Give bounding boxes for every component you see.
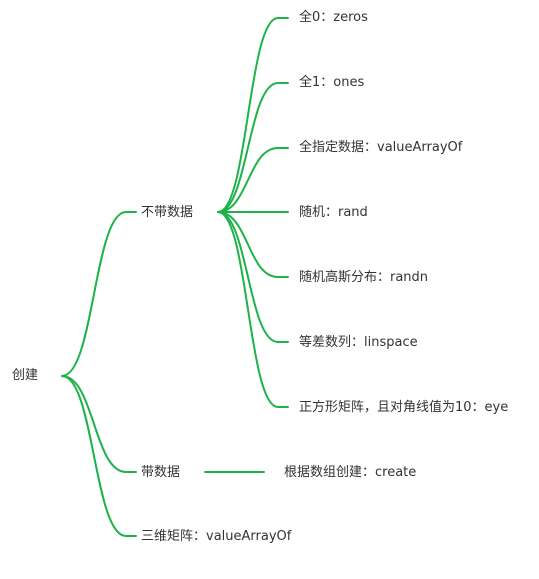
connector-to-value-array-of [217, 147, 289, 213]
leaf-node-eye[interactable]: 正方形矩阵，且对角线值为10：eye [299, 400, 509, 415]
connector-to-zeros [217, 17, 289, 213]
leaf-node-create[interactable]: 根据数组创建：create [284, 465, 417, 480]
branch-node-without-data[interactable]: 不带数据 [141, 205, 194, 220]
leaf-node-value-array-of[interactable]: 全指定数据：valueArrayOf [299, 140, 463, 155]
connector-to-randn [217, 211, 289, 278]
connector-root-to-with-data [61, 375, 137, 473]
root-node[interactable]: 创建 [12, 368, 39, 383]
connector-to-linspace [217, 211, 289, 343]
leaf-node-rand[interactable]: 随机：rand [299, 205, 368, 220]
connector-root-to-without-data [61, 211, 137, 377]
connector-root-to-3d-matrix [61, 375, 137, 537]
leaf-node-linspace[interactable]: 等差数列：linspace [299, 335, 418, 350]
leaf-node-randn[interactable]: 随机高斯分布：randn [299, 270, 429, 285]
leaf-node-ones[interactable]: 全1：ones [299, 75, 365, 90]
connector-lines [61, 17, 289, 537]
leaf-node-zeros[interactable]: 全0：zeros [299, 10, 368, 25]
connector-to-ones [217, 82, 289, 213]
branch-node-with-data[interactable]: 带数据 [141, 465, 181, 480]
branch-node-3d-matrix[interactable]: 三维矩阵：valueArrayOf [141, 529, 292, 544]
connector-to-eye [217, 211, 289, 408]
